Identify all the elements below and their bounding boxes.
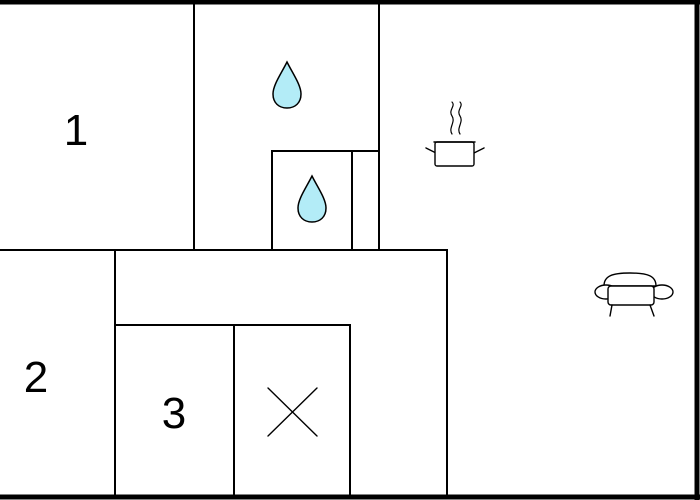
water-drop-icon (297, 174, 327, 223)
cross-mark-icon (267, 387, 318, 437)
interior-walls (0, 1, 448, 498)
room-label-1: 1 (64, 106, 88, 155)
room-label-3: 3 (162, 389, 186, 438)
room-label-2: 2 (24, 353, 48, 402)
cooking-pot-icon (425, 101, 485, 167)
sofa-icon (594, 272, 674, 317)
water-drop-icon (272, 60, 302, 109)
